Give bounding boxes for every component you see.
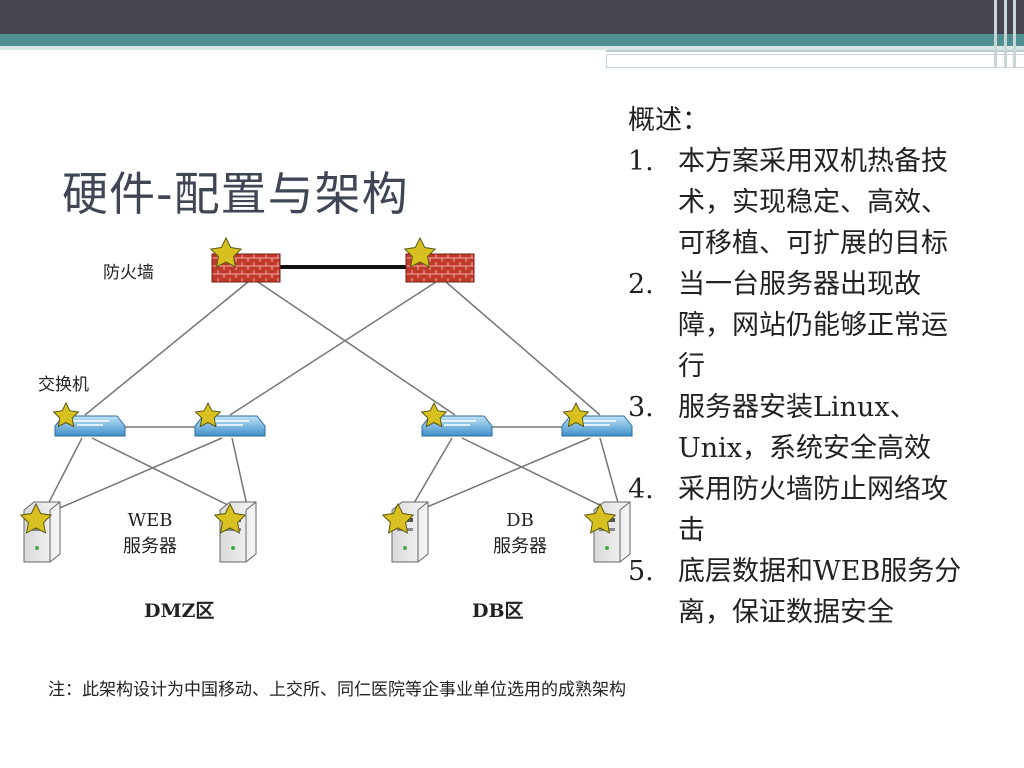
list-item-text: 采用防火墙防止网络攻击	[678, 474, 948, 546]
link-line	[84, 281, 249, 416]
link-line	[231, 437, 249, 511]
page-title: 硬件-配置与架构	[62, 167, 409, 221]
header-deco-stripe	[1004, 0, 1007, 68]
web-server-label: WEB 服务器	[108, 508, 192, 560]
link-line	[445, 281, 601, 416]
db-server-label-line2: 服务器	[493, 536, 547, 557]
star-icon	[420, 401, 448, 428]
header-deco-stripe	[1013, 0, 1016, 68]
web-server-label-line2: 服务器	[123, 536, 177, 557]
star-icon	[19, 502, 53, 534]
star-icon	[562, 401, 590, 428]
list-item-text: 当一台服务器出现故障，网站仍能够正常运行	[678, 269, 948, 382]
db-server-label: DB 服务器	[478, 508, 562, 560]
star-icon	[381, 502, 415, 534]
list-item: 4. 采用防火墙防止网络攻击	[628, 469, 973, 551]
link-line	[44, 437, 83, 511]
header-dark-band	[0, 0, 1024, 34]
db-server-label-line1: DB	[506, 510, 534, 531]
footnote: 注：此架构设计为中国移动、上交所、同仁医院等企事业单位选用的成熟架构	[48, 680, 626, 700]
link-line	[91, 437, 239, 511]
link-line	[419, 437, 591, 511]
link-line	[54, 437, 223, 511]
list-item: 3. 服务器安装Linux、Unix，系统安全高效	[628, 387, 973, 469]
link-line	[599, 437, 621, 511]
link-line	[229, 281, 437, 416]
link-line	[409, 437, 453, 511]
list-item-text: 服务器安装Linux、Unix，系统安全高效	[678, 392, 932, 464]
db-zone-label: DB区	[472, 600, 524, 622]
overview-heading: 概述：	[628, 105, 709, 136]
link-line	[257, 281, 456, 416]
star-icon	[52, 401, 80, 428]
star-icon	[209, 236, 243, 268]
network-diagram: 防火墙 交换机 WEB 服务器 DB 服务器 DMZ区 DB区	[0, 220, 640, 650]
star-icon	[403, 236, 437, 268]
header-light-band	[0, 46, 1024, 50]
header-teal-band	[0, 34, 1024, 46]
list-item-number: 2.	[628, 269, 654, 300]
list-item-number: 4.	[628, 474, 654, 505]
dmz-zone-label: DMZ区	[144, 600, 215, 622]
firewall-label: 防火墙	[103, 263, 154, 283]
star-icon	[583, 502, 617, 534]
list-item: 2. 当一台服务器出现故障，网站仍能够正常运行	[628, 264, 973, 387]
network-diagram-svg	[19, 236, 633, 563]
list-item-number: 1.	[628, 146, 654, 177]
list-item-number: 3.	[628, 392, 654, 423]
star-icon	[194, 401, 222, 428]
header-deco-box	[606, 54, 1024, 68]
overview-list: 1. 本方案采用双机热备技术，实现稳定、高效、可移植、可扩展的目标 2. 当一台服务…	[628, 141, 973, 633]
star-markers	[19, 236, 617, 534]
switch-label: 交换机	[38, 375, 89, 395]
overview-panel: 概述： 1. 本方案采用双机热备技术，实现稳定、高效、可移植、可扩展的目标 2. 当…	[628, 100, 973, 633]
list-item-text: 本方案采用双机热备技术，实现稳定、高效、可移植、可扩展的目标	[678, 146, 948, 259]
list-item-number: 5.	[628, 556, 654, 587]
list-item: 1. 本方案采用双机热备技术，实现稳定、高效、可移植、可扩展的目标	[628, 141, 973, 264]
list-item: 5. 底层数据和WEB服务分离，保证数据安全	[628, 551, 973, 633]
header-deco-line	[606, 50, 1024, 52]
list-item-text: 底层数据和WEB服务分离，保证数据安全	[678, 556, 962, 628]
link-line	[461, 437, 611, 511]
star-icon	[213, 502, 247, 534]
connection-lines	[44, 265, 621, 511]
header-deco-stripe	[994, 0, 997, 68]
web-server-label-line1: WEB	[127, 510, 173, 531]
